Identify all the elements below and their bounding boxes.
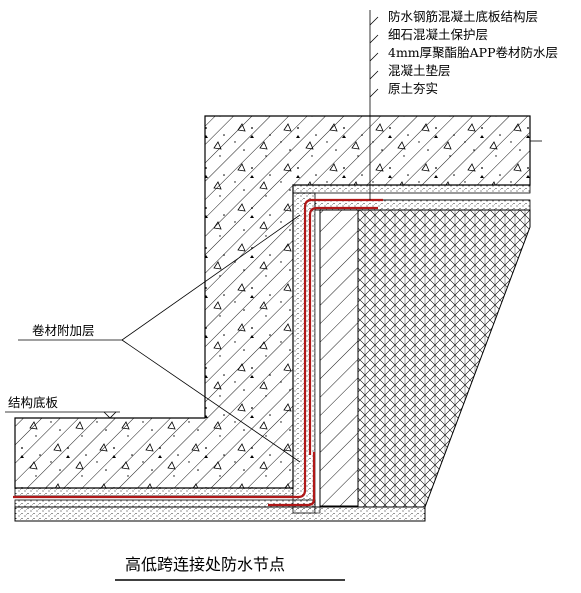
waterproof-membrane — [13, 198, 383, 507]
diagram-title: 高低跨连接处防水节点 — [125, 555, 285, 574]
callout-additional-membrane: 卷材附加层 — [32, 323, 95, 338]
upper-horizontal-layers — [292, 184, 531, 211]
layer-labels: 防水钢筋混凝土底板结构层 细石混凝土保护层 4mm厚聚酯胎APP卷材防水层 混凝… — [388, 9, 558, 96]
lower-horizontal-layers — [14, 487, 426, 522]
compacted-soil — [357, 209, 531, 508]
callout-leaders — [5, 214, 301, 463]
inner-wall — [319, 209, 359, 507]
layer-label-slab: 防水钢筋混凝土底板结构层 — [388, 9, 538, 24]
layer-label-membrane: 4mm厚聚酯胎APP卷材防水层 — [388, 45, 558, 60]
callout-structural-slab: 结构底板 — [8, 395, 59, 410]
layer-label-cushion: 混凝土垫层 — [388, 63, 451, 78]
protective-layer-vertical — [292, 192, 321, 514]
layer-label-protection: 细石混凝土保护层 — [388, 27, 488, 42]
layer-leaders — [369, 10, 542, 200]
layer-label-soil: 原土夯实 — [388, 81, 438, 96]
